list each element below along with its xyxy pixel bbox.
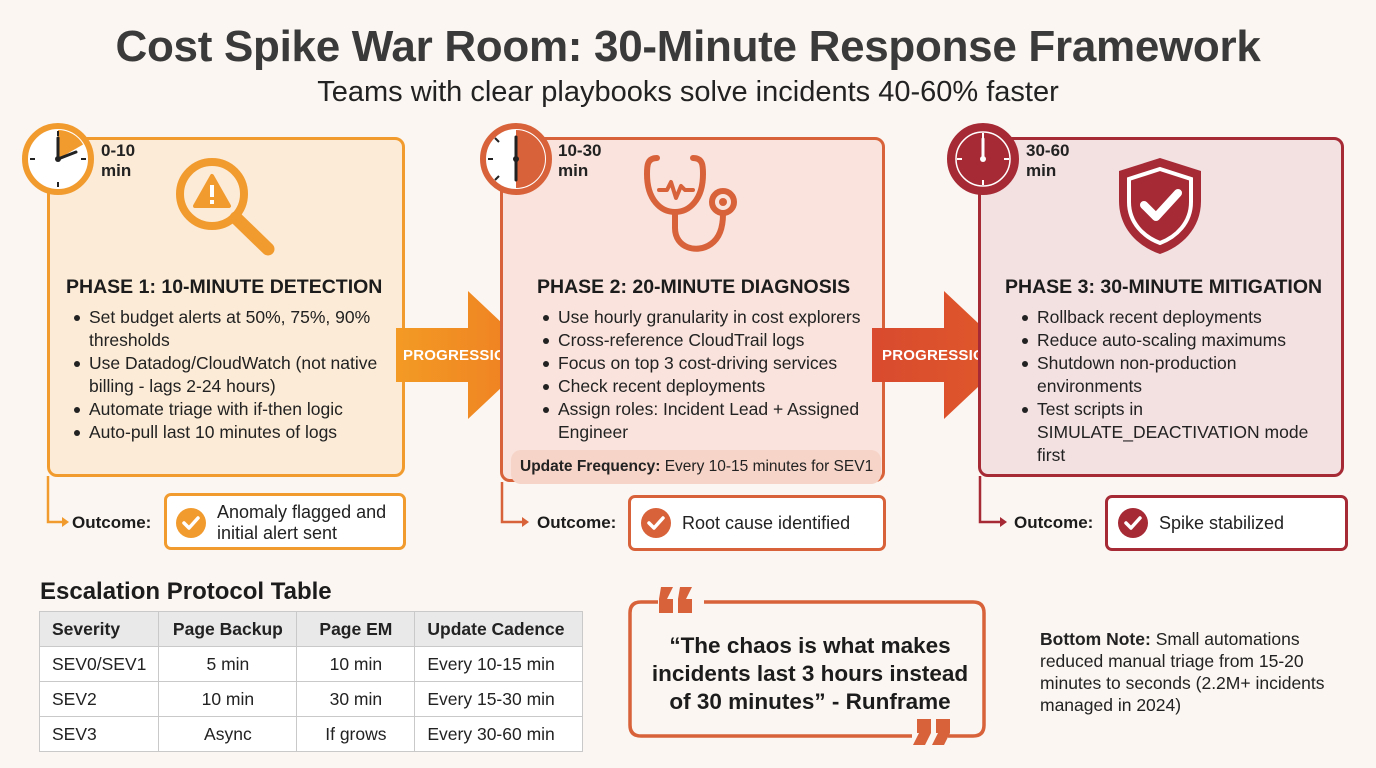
column-header: Page EM — [296, 611, 416, 647]
phase-1-panel — [47, 137, 405, 477]
check-circle-icon — [1118, 508, 1148, 538]
outcome-connector — [978, 476, 1007, 527]
list-item: Rollback recent deployments — [1017, 306, 1337, 329]
outcome-connector — [46, 476, 69, 527]
clock-icon — [480, 123, 552, 195]
list-item: Use Datadog/CloudWatch (not native billi… — [69, 352, 399, 398]
escalation-table: Severity Page Backup Page EM Update Cade… — [38, 611, 584, 752]
table-row: SEV2 10 min 30 min Every 15-30 min — [38, 681, 584, 717]
warning-magnifier-icon — [176, 158, 275, 256]
phase-2-bullets: Use hourly granularity in cost explorers… — [538, 306, 884, 444]
bottom-note: Bottom Note: Small automations reduced m… — [1040, 628, 1360, 716]
arrow-label: PROGRESSION — [882, 347, 996, 364]
table-header-row: Severity Page Backup Page EM Update Cade… — [38, 611, 584, 647]
phase-2-outcome-text: Root cause identified — [682, 513, 851, 533]
phase-3-outcome-label: Outcome: — [1014, 513, 1094, 532]
check-circle-icon — [641, 508, 671, 538]
clock-icon — [22, 123, 94, 195]
table-cell: SEV3 — [38, 716, 160, 752]
bottom-note-label: Bottom Note: — [1040, 629, 1151, 649]
list-item: Check recent deployments — [538, 375, 884, 398]
list-item: Shutdown non-production environments — [1017, 352, 1337, 398]
table-cell: 10 min — [158, 681, 298, 717]
phase-2-outcome-box — [628, 495, 886, 551]
phase-3-time-range: 30-60 — [1026, 141, 1070, 160]
phase-3-title: PHASE 3: 30-MINUTE MITIGATION — [1005, 276, 1323, 298]
open-quote-icon — [659, 587, 692, 613]
column-header: Update Cadence — [414, 611, 584, 647]
table-row: SEV3 Async If grows Every 30-60 min — [38, 716, 584, 752]
outcome-connector — [500, 482, 529, 527]
close-quote-icon — [913, 719, 950, 745]
table-cell: SEV0/SEV1 — [38, 646, 160, 682]
phase-2-panel — [500, 137, 885, 482]
list-item: Focus on top 3 cost-driving services — [538, 352, 884, 375]
check-circle-icon — [176, 508, 206, 538]
phase-1-outcome-label: Outcome: — [72, 513, 152, 532]
update-frequency-bar: Update Frequency: Every 10-15 minutes fo… — [511, 450, 881, 484]
phase-1-time-unit: min — [101, 161, 132, 180]
stethoscope-icon — [644, 155, 737, 252]
list-item: Set budget alerts at 50%, 75%, 90% thres… — [69, 306, 399, 352]
arrow-label: PROGRESSION — [403, 347, 517, 364]
column-header: Severity — [38, 611, 160, 647]
bottom-note-text: Small automations reduced manual triage … — [1040, 629, 1325, 715]
phase-2-outcome-label: Outcome: — [537, 513, 617, 532]
clock-icon — [947, 123, 1019, 195]
phase-1-time: 0-10 min — [101, 141, 135, 181]
table-cell: 5 min — [158, 646, 298, 682]
update-frequency-text: Every 10-15 minutes for SEV1 — [664, 458, 874, 475]
phase-3-outcome-text: Spike stabilized — [1159, 513, 1285, 533]
list-item: Assign roles: Incident Lead + Assigned E… — [538, 398, 884, 444]
escalation-table-title: Escalation Protocol Table — [40, 578, 332, 605]
table-row: SEV0/SEV1 5 min 10 min Every 10-15 min — [38, 646, 584, 682]
phase-1-title: PHASE 1: 10-MINUTE DETECTION — [66, 276, 383, 298]
table-cell: 30 min — [296, 681, 416, 717]
table-cell: Every 30-60 min — [414, 716, 584, 752]
page-subtitle: Teams with clear playbooks solve inciden… — [317, 76, 1059, 108]
list-item: Reduce auto-scaling maximums — [1017, 329, 1337, 352]
list-item: Cross-reference CloudTrail logs — [538, 329, 884, 352]
list-item: Auto-pull last 10 minutes of logs — [69, 421, 399, 444]
phase-1-bullets: Set budget alerts at 50%, 75%, 90% thres… — [69, 306, 399, 444]
phase-2-time-range: 10-30 — [558, 141, 602, 160]
shield-check-icon — [1119, 158, 1201, 254]
table-cell: If grows — [296, 716, 416, 752]
quote-frame — [628, 587, 986, 745]
table-cell: Async — [158, 716, 298, 752]
phase-3-time: 30-60 min — [1026, 141, 1069, 181]
phase-3-time-unit: min — [1026, 161, 1057, 180]
phase-2-time-unit: min — [558, 161, 589, 180]
phase-1-time-range: 0-10 — [101, 141, 136, 160]
list-item: Automate triage with if-then logic — [69, 398, 399, 421]
phase-2-time: 10-30 min — [558, 141, 601, 181]
table-cell: Every 10-15 min — [414, 646, 584, 682]
table-cell: SEV2 — [38, 681, 160, 717]
table-cell: 10 min — [296, 646, 416, 682]
phase-1-outcome-text: Anomaly flagged and initial alert sent — [217, 502, 387, 543]
list-item: Use hourly granularity in cost explorers — [538, 306, 884, 329]
column-header: Page Backup — [158, 611, 298, 647]
progression-arrow — [872, 291, 1012, 419]
list-item: Test scripts in SIMULATE_DEACTIVATION mo… — [1017, 398, 1337, 467]
phase-2-title: PHASE 2: 20-MINUTE DIAGNOSIS — [537, 276, 851, 298]
page-title: Cost Spike War Room: 30-Minute Response … — [115, 22, 1261, 71]
phase-3-bullets: Rollback recent deployments Reduce auto-… — [1017, 306, 1337, 467]
table-cell: Every 15-30 min — [414, 681, 584, 717]
quote-text: “The chaos is what makes incidents last … — [651, 633, 969, 714]
update-frequency-label: Update Frequency: — [520, 458, 661, 475]
